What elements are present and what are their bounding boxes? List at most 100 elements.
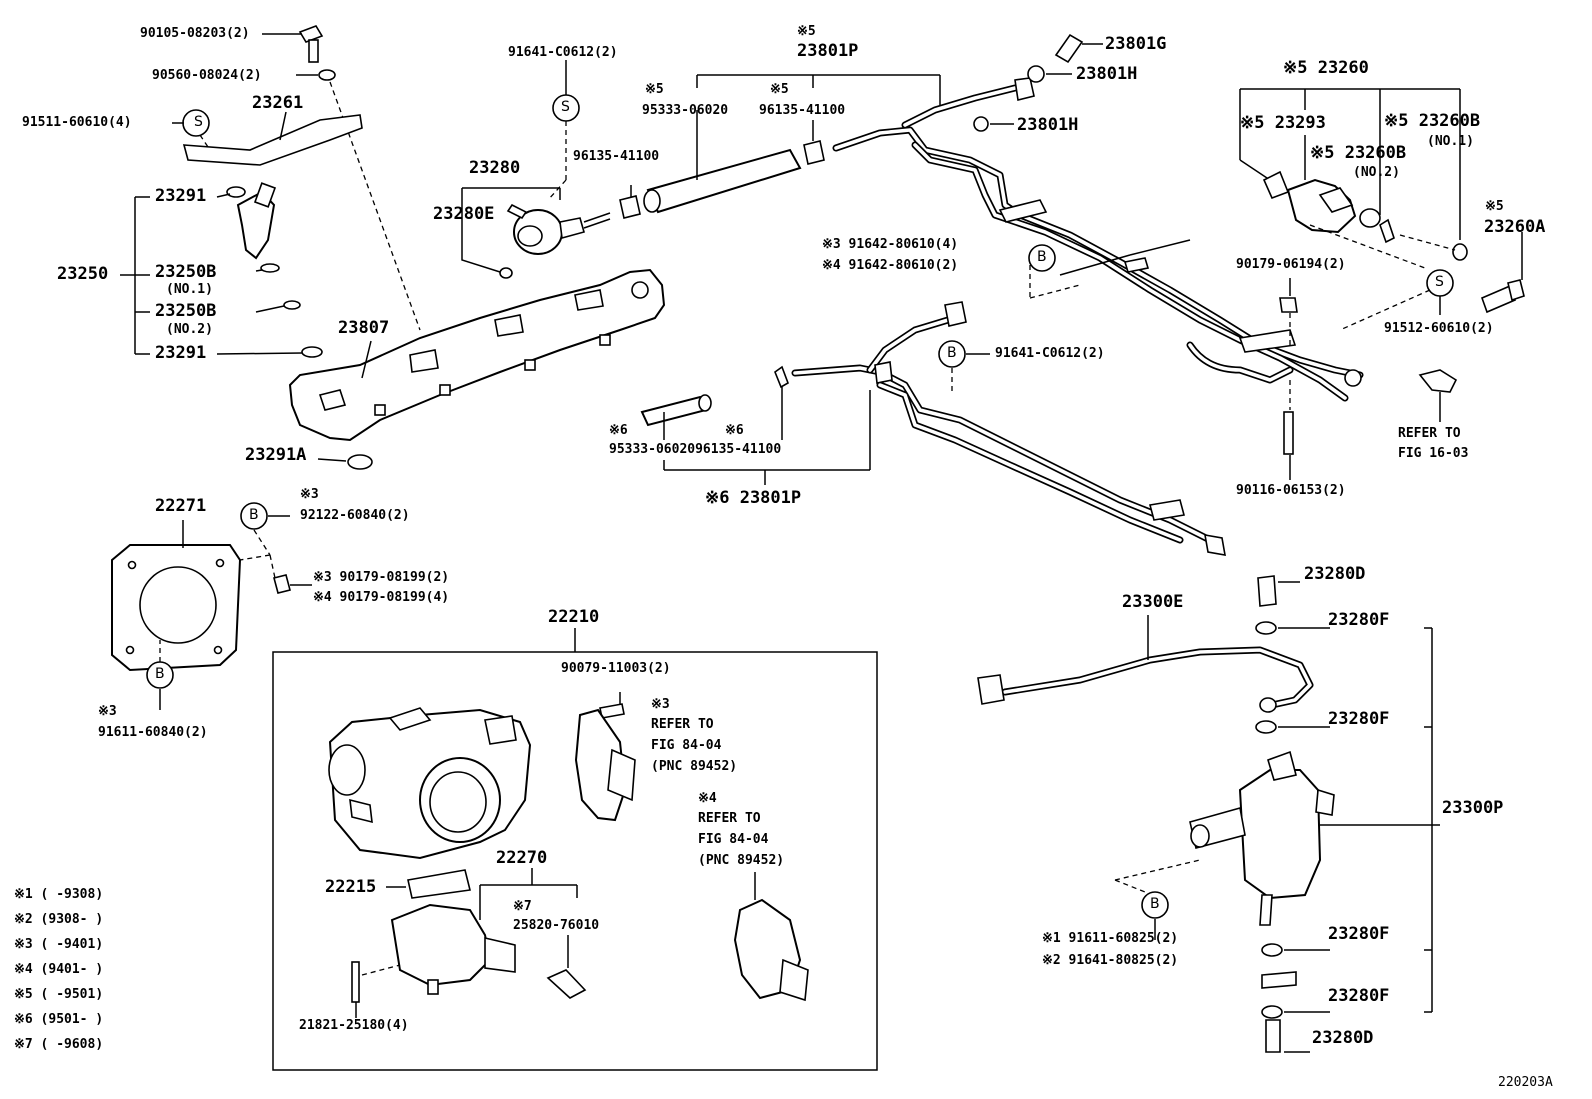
part-90560-label: 90560-08024(2) [152,68,262,83]
part-23291A-label: 23291A [245,445,307,465]
iac-22270-drawing [390,903,516,995]
refer-figure-label: FIG 84-04 [651,738,722,753]
part-90105-label: 90105-08203(2) [140,26,250,41]
no1-label: (NO.1) [1427,134,1474,149]
part-91642-variant3-label: ※3 91642-80610(4) [822,237,959,252]
legend-variant-6: ※6 (9501- ) [14,1012,104,1027]
legend-variant-7: ※7 ( -9608) [14,1037,104,1052]
variant-3-label: ※3 [98,704,117,719]
bolt-23801G-drawing [1054,33,1084,64]
bolt-mark-letter: B [1037,249,1047,265]
part-22271-label: 22271 [155,496,207,516]
bolt-23280D-top-drawing [1257,575,1277,607]
bolt-90105-drawing [298,25,324,63]
part-23280F-label: 23280F [1328,709,1390,729]
bolt-mark-letter: B [947,345,957,361]
refer-pnc-label: (PNC 89452) [698,853,785,868]
part-90079-label: 90079-11003(2) [561,661,671,676]
part-91641-80825-label: ※2 91641-80825(2) [1042,953,1179,968]
no2-label: (NO.2) [166,322,213,337]
fuel-hose-23300E-drawing [977,646,1314,713]
refer-to-label: REFER TO [651,717,714,732]
part-22210-label: 22210 [548,607,600,627]
part-23250-label: 23250 [57,264,109,284]
refer-figure-label: FIG 84-04 [698,832,769,847]
variant-4-label: ※4 [698,791,717,806]
injector-drawing [226,182,323,358]
part-23801G-label: 23801G [1105,34,1167,54]
no1-label: (NO.1) [166,282,213,297]
pressure-regulator-drawing [506,203,611,255]
part-23260A-label: 23260A [1484,217,1546,237]
part-90179-variant3-label: ※3 90179-08199(2) [313,570,450,585]
part-91512-label: 91512-60610(2) [1384,321,1494,336]
legend-variant-3: ※3 ( -9401) [14,937,104,952]
legend-variant-5: ※5 ( -9501) [14,987,104,1002]
screw-21821-drawing [351,961,360,1003]
part-21821-label: 21821-25180(4) [299,1018,409,1033]
part-23801H-label: 23801H [1017,115,1079,135]
part-23801H-label: 23801H [1076,64,1138,84]
part-96135-label: 96135-41100 [573,149,660,164]
part-23801P-label: 23801P [797,41,859,61]
part-23293-label: ※5 23293 [1240,113,1326,133]
legend-variant-4: ※4 (9401- ) [14,962,104,977]
seal-mark-letter: S [561,99,570,115]
part-23280D-label: 23280D [1312,1028,1374,1048]
part-23260-label: ※5 23260 [1283,58,1369,78]
part-23300P-label: 23300P [1442,798,1504,818]
fuel-tube-assembly-lower-drawing [791,301,1226,556]
part-23300E-label: 23300E [1122,592,1184,612]
refer-figure-label: FIG 16-03 [1398,446,1469,461]
part-22215-label: 22215 [325,877,377,897]
part-23280F-label: 23280F [1328,610,1390,630]
part-23291-label: 23291 [155,343,207,363]
seal-mark-letter: S [194,114,203,130]
part-23260B-no2-label: ※5 23260B [1310,143,1407,163]
fuel-tube-assembly-upper-drawing [832,77,1364,402]
part-90179-variant4-label: ※4 90179-08199(4) [313,590,450,605]
part-23280F-label: 23280F [1328,924,1390,944]
bolt-mark-b-upper [1028,244,1056,272]
part-23280-label: 23280 [469,158,521,178]
variant-3-label: ※3 [300,487,319,502]
part-91511-label: 91511-60610(4) [22,115,132,130]
variant-5-label: ※5 [770,82,789,97]
part-23260B-no1-label: ※5 23260B [1384,111,1481,131]
part-22270-label: 22270 [496,848,548,868]
part-91611-60825-label: ※1 91611-60825(2) [1042,931,1179,946]
variant-5-label: ※5 [797,24,816,39]
fuel-hose-lower-drawing [640,395,708,427]
part-91641-label: 91641-C0612(2) [995,346,1105,361]
refer-to-label: REFER TO [698,811,761,826]
part-95333-96135-label: 95333-0602096135-41100 [609,442,782,457]
part-90116-label: 90116-06153(2) [1236,483,1346,498]
figure-code: 220203A [1498,1075,1553,1090]
fuel-hose-top-drawing [619,140,825,219]
bolt-23280D-bottom-drawing [1265,1019,1281,1053]
part-91611-60840-label: 91611-60840(2) [98,725,208,740]
legend-variant-2: ※2 (9308- ) [14,912,104,927]
variant-5-label: ※5 [645,82,664,97]
iac-valve-drawing [1262,170,1381,234]
variant-7-label: ※7 [513,899,532,914]
variant-5-label: ※5 [1485,199,1504,214]
refer-to-label: REFER TO [1398,426,1461,441]
bolt-23260A-drawing [1480,284,1517,314]
throttle-body-box [272,651,878,1071]
part-92122-label: 92122-60840(2) [300,508,410,523]
bolt-mark-b-mid [938,340,966,368]
variant-3-label: ※3 [651,697,670,712]
clip-refer-drawing [1418,369,1458,393]
part-91641-label: 91641-C0612(2) [508,45,618,60]
bracket-23261-drawing [182,114,363,166]
part-96135-label: 96135-41100 [759,103,846,118]
bolt-mark-letter: B [1150,896,1160,912]
part-23280D-label: 23280D [1304,564,1366,584]
part-95333-label: 95333-06020 [642,103,729,118]
bolt-mark-letter: B [155,666,165,682]
part-91642-variant4-label: ※4 91642-80610(2) [822,258,959,273]
delivery-pipe-23807-drawing [288,268,666,470]
refer-pnc-label: (PNC 89452) [651,759,738,774]
